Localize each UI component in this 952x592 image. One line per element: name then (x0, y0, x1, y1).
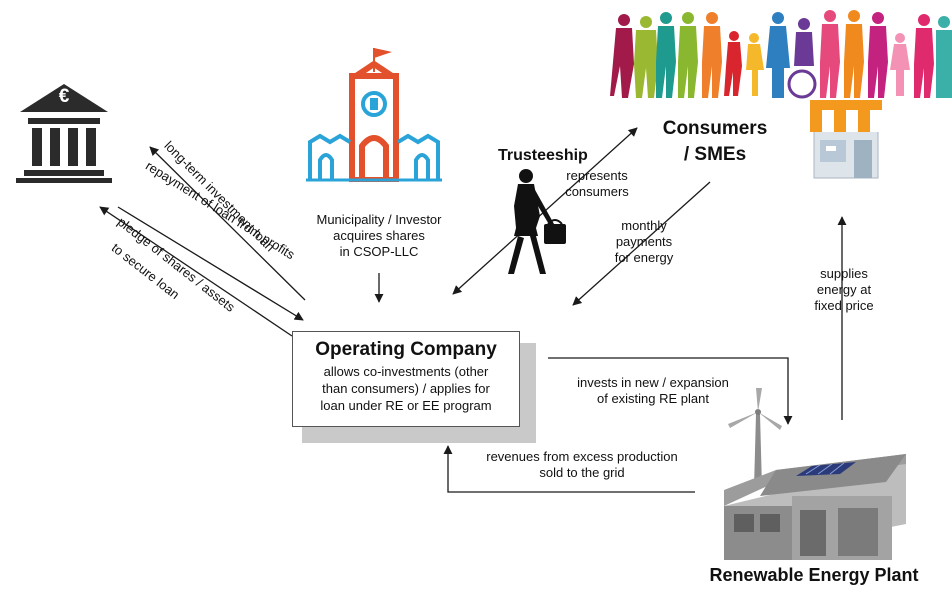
person-5 (702, 12, 722, 98)
consumers-title-line-1: Consumers (662, 118, 768, 139)
supplies-label-line-1: supplies (820, 266, 868, 281)
people-crowd-icon (610, 10, 952, 99)
revenues-arrow (443, 445, 695, 493)
person-2 (634, 16, 658, 98)
person-6 (724, 31, 742, 96)
supplies-label: supplies energy at fixed price (796, 266, 892, 314)
monthly-label-line-1: monthly (621, 218, 667, 233)
municipality-label-line-1: Municipality / Investor (316, 212, 442, 227)
municipality-label: Municipality / Investor acquires shares … (284, 212, 474, 260)
operating-company-box: Operating Company allows co-investments … (292, 331, 520, 427)
invests-label-line-2: of existing RE plant (596, 391, 709, 406)
monthly-payments-arrow (572, 181, 711, 306)
operating-company-line-1: allows co-investments (other (323, 364, 489, 379)
trusteeship-label-line-1: represents (566, 168, 628, 183)
businesswoman-silhouette-icon (508, 169, 566, 274)
monthly-label-line-3: for energy (614, 250, 674, 265)
consumers-title-line-2: / SMEs (683, 144, 747, 165)
euro-symbol: € (58, 86, 70, 107)
house-with-solar-and-wind-turbine-icon (724, 388, 906, 560)
wind-turbine (728, 388, 782, 488)
person-11 (844, 10, 864, 98)
invests-label: invests in new / expansion of existing R… (548, 375, 758, 407)
person-10 (820, 10, 840, 98)
person-12 (868, 12, 888, 98)
person-8 (766, 12, 790, 98)
shop-awning (810, 110, 882, 132)
invests-arrow (548, 357, 793, 425)
person-3 (656, 12, 676, 98)
supplies-label-line-2: energy at (816, 282, 872, 297)
person-13 (890, 33, 910, 96)
monthly-payments-label: monthly payments for energy (596, 218, 692, 266)
person-9 (787, 18, 817, 99)
pledge-arrow (99, 206, 293, 337)
operating-company-line-3: loan under RE or EE program (320, 398, 492, 413)
euro-bank-icon (16, 84, 112, 183)
operating-company-line-2: than consumers) / applies for (322, 381, 490, 396)
repayment-arrow (117, 206, 304, 321)
person-4 (678, 12, 698, 98)
monthly-label-line-2: payments (615, 234, 673, 249)
operating-company-title: Operating Company (315, 339, 497, 360)
invests-label-line-1: invests in new / expansion (577, 375, 729, 390)
shop-storefront-icon (810, 100, 882, 179)
loan-arrow (149, 146, 306, 301)
plant-building (724, 454, 906, 560)
consumers-title: Consumers / SMEs (640, 116, 790, 168)
plant-title: Renewable Energy Plant (709, 565, 919, 585)
revenues-label-line-2: sold to the grid (539, 465, 625, 480)
town-hall-icon (306, 48, 442, 182)
revenues-label-line-1: revenues from excess production (486, 449, 678, 464)
person-14 (914, 14, 934, 98)
municipality-label-line-3: in CSOP-LLC (339, 244, 419, 259)
person-1 (610, 14, 634, 98)
revenues-label: revenues from excess production sold to … (456, 449, 708, 481)
trusteeship-label: represents consumers (550, 168, 644, 200)
person-15 (936, 16, 952, 98)
municipality-label-line-2: acquires shares (333, 228, 425, 243)
trusteeship-title: Trusteeship (498, 147, 588, 164)
trusteeship-label-line-2: consumers (565, 184, 629, 199)
person-7 (746, 33, 764, 96)
operating-company-label: allows co-investments (other than consum… (293, 363, 519, 414)
supplies-label-line-3: fixed price (814, 298, 874, 313)
